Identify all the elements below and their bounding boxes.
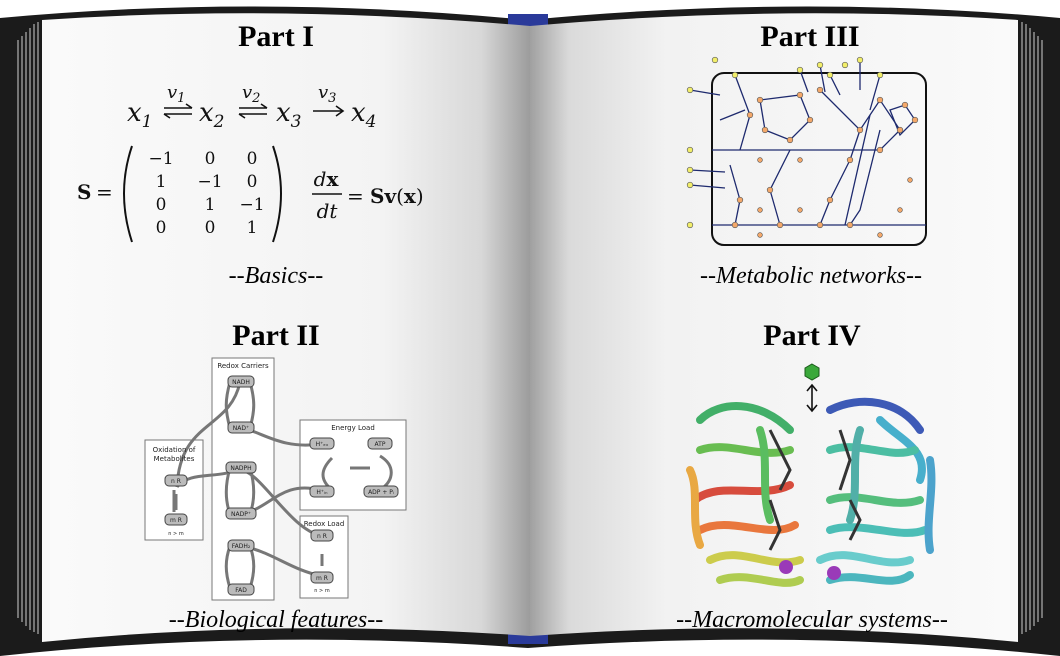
svg-text:ADP + Pᵢ: ADP + Pᵢ xyxy=(368,489,394,496)
svg-text:1: 1 xyxy=(156,172,167,192)
svg-text:0: 0 xyxy=(156,195,167,215)
part3-title: Part III xyxy=(760,20,859,53)
svg-text:1: 1 xyxy=(247,218,258,238)
ox-bottom-node: m R xyxy=(170,517,182,524)
svg-text:Sv(x): Sv(x) xyxy=(370,184,424,208)
part2-title: Part II xyxy=(232,319,319,352)
page-edges-left xyxy=(17,22,39,634)
reaction-chain: x1 x2 x3 x4 v1 v2 v3 xyxy=(127,82,377,132)
svg-text:x2: x2 xyxy=(199,98,225,132)
svg-text:FAD: FAD xyxy=(235,587,247,594)
svg-text:H⁺ᵢₙ: H⁺ᵢₙ xyxy=(316,489,328,496)
network-nodes xyxy=(686,56,919,238)
svg-text:x1: x1 xyxy=(127,98,153,132)
svg-text:−1: −1 xyxy=(197,172,222,192)
reaction-arrows xyxy=(163,103,345,119)
right-page xyxy=(530,13,1018,642)
part1-title: Part I xyxy=(238,20,314,53)
ligand-icon xyxy=(804,363,820,381)
svg-text:n R: n R xyxy=(317,533,327,540)
svg-text:n > m: n > m xyxy=(314,588,330,594)
svg-text:ATP: ATP xyxy=(375,441,386,448)
part1-caption: --Basics-- xyxy=(229,263,324,289)
biological-features-diagram: Oxidation of Metabolites n R m R n > m R… xyxy=(144,357,407,601)
svg-text:NADH: NADH xyxy=(232,379,250,386)
svg-text:0: 0 xyxy=(205,218,216,238)
ion-sphere xyxy=(827,566,841,580)
svg-text:x4: x4 xyxy=(351,98,377,132)
svg-text:v1: v1 xyxy=(167,82,185,106)
svg-text:NADP⁺: NADP⁺ xyxy=(231,511,251,518)
stoichiometric-matrix: S = −1 0 0 1 −1 0 0 1 −1 0 0 1 xyxy=(77,145,282,243)
energy-load-title: Energy Load xyxy=(331,424,375,432)
svg-text:−1: −1 xyxy=(148,149,173,169)
protein-structure xyxy=(686,363,936,587)
diagram-nodes xyxy=(164,375,399,596)
svg-text:=: = xyxy=(96,180,113,204)
svg-text:dt: dt xyxy=(317,199,339,223)
svg-text:=: = xyxy=(347,184,364,208)
page-edges-right xyxy=(1021,22,1043,634)
svg-text:0: 0 xyxy=(156,218,167,238)
redox-load-title: Redox Load xyxy=(304,520,345,528)
part2-caption: --Biological features-- xyxy=(169,607,383,633)
ox-note: n > m xyxy=(168,531,184,537)
ode-equation: dx dt = Sv(x) xyxy=(312,167,424,223)
metabolic-network xyxy=(689,60,927,246)
svg-text:FADH₂: FADH₂ xyxy=(232,543,251,550)
redox-carriers-title: Redox Carriers xyxy=(217,362,269,370)
ion-sphere xyxy=(779,560,793,574)
redox-carriers-box xyxy=(211,357,275,601)
svg-text:NAD⁺: NAD⁺ xyxy=(233,425,249,432)
part4-title: Part IV xyxy=(763,319,861,352)
svg-text:x3: x3 xyxy=(276,98,302,132)
svg-text:NADPH: NADPH xyxy=(230,465,251,472)
svg-text:0: 0 xyxy=(247,172,258,192)
svg-text:0: 0 xyxy=(205,149,216,169)
cell-boundary xyxy=(711,72,927,246)
ox-top-node: n R xyxy=(171,478,181,485)
oxidation-title-1: Oxidation of xyxy=(153,446,196,454)
svg-text:S: S xyxy=(77,180,91,204)
part4-caption: --Macromolecular systems-- xyxy=(676,607,948,633)
svg-text:−1: −1 xyxy=(239,195,264,215)
svg-text:1: 1 xyxy=(205,195,216,215)
svg-text:v2: v2 xyxy=(242,82,260,106)
svg-text:v3: v3 xyxy=(318,82,336,106)
svg-text:dx: dx xyxy=(314,167,340,191)
svg-text:m R: m R xyxy=(316,575,328,582)
svg-text:0: 0 xyxy=(247,149,258,169)
part3-caption: --Metabolic networks-- xyxy=(700,263,922,289)
svg-text:H⁺ₑₓ: H⁺ₑₓ xyxy=(316,441,329,448)
oxidation-title-2: Metabolites xyxy=(154,455,195,463)
